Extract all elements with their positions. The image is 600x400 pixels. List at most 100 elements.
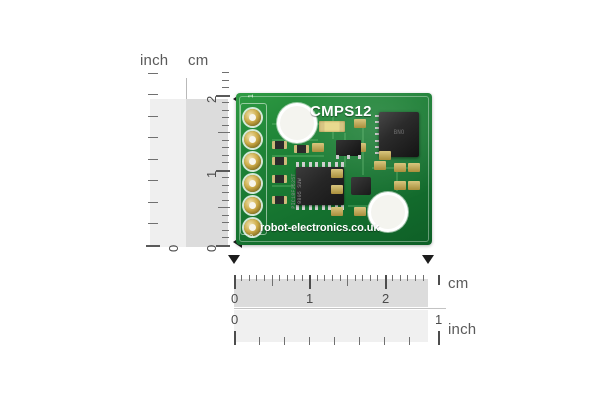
pcb-pad xyxy=(244,175,261,192)
vertical-cm-tick xyxy=(222,102,229,103)
pcb-small-ic xyxy=(351,177,371,195)
vertical-cm-tick xyxy=(222,147,229,148)
horizontal-inch-number: 1 xyxy=(435,312,443,327)
horizontal-inch-tick xyxy=(284,337,285,345)
horizontal-cm-tick xyxy=(355,275,356,281)
vertical-cm-tick xyxy=(222,125,229,126)
vertical-cm-tick xyxy=(218,207,230,208)
horizontal-inch-tick xyxy=(334,337,335,345)
pcb-capacitor xyxy=(394,163,406,172)
horizontal-cm-tick xyxy=(256,275,257,281)
vertical-ruler-header: inch cm xyxy=(140,52,236,74)
horizontal-ruler-inch-label: inch xyxy=(448,321,477,338)
horizontal-inch-tick xyxy=(384,337,385,345)
horizontal-cm-tick xyxy=(340,275,341,281)
horizontal-ruler: 0 1 2 0 1 cm inch xyxy=(226,255,526,350)
vertical-inch-tick xyxy=(148,137,158,138)
pcb-capacitor xyxy=(331,185,343,194)
triangle-down-icon xyxy=(228,255,240,264)
pcb-capacitor xyxy=(408,163,420,172)
pcb-vendor-url-label: robot-electronics.co.uk xyxy=(260,222,380,234)
pcb-led xyxy=(319,121,345,132)
horizontal-inch-tick xyxy=(309,337,310,345)
horizontal-cm-number: 0 xyxy=(231,291,239,306)
vertical-cm-tick xyxy=(222,87,229,88)
vertical-ruler-cm-band xyxy=(186,99,228,247)
horizontal-cm-tick xyxy=(309,275,311,289)
horizontal-cm-tick xyxy=(332,275,333,281)
horizontal-inch-tick xyxy=(359,337,360,345)
vertical-cm-number: 2 xyxy=(204,95,219,103)
pcb-pad-hole xyxy=(249,180,256,187)
pcb-capacitor xyxy=(354,119,366,128)
horizontal-cm-tick xyxy=(407,275,408,281)
cmps12-pcb-photo: BNO PIC18F2525T 9805 SUW C xyxy=(236,93,432,245)
pcb-pad xyxy=(244,197,261,214)
pcb-resistor xyxy=(272,175,287,183)
pcb-pad-hole xyxy=(249,136,256,143)
horizontal-inch-tick xyxy=(259,337,260,345)
pcb-capacitor xyxy=(394,181,406,190)
vertical-cm-tick xyxy=(222,185,229,186)
pcb-sensor-ic xyxy=(379,112,419,157)
horizontal-cm-tick xyxy=(392,275,393,281)
vertical-cm-number: 0 xyxy=(204,244,219,252)
horizontal-ruler-cm-label: cm xyxy=(448,275,469,292)
pcb-sensor-pins xyxy=(375,115,379,154)
horizontal-cm-tick xyxy=(377,275,378,281)
vertical-cm-tick xyxy=(222,230,229,231)
pcb-trace xyxy=(272,185,294,187)
pcb-trace xyxy=(372,167,410,169)
horizontal-cm-number: 2 xyxy=(382,291,390,306)
vertical-cm-tick xyxy=(216,170,230,172)
pcb-part-number-label: CMPS12 xyxy=(310,103,372,120)
vertical-inch-tick xyxy=(148,73,158,74)
horizontal-cm-tick xyxy=(400,275,401,281)
triangle-down-icon xyxy=(422,255,434,264)
horizontal-cm-tick xyxy=(347,275,348,286)
vertical-inch-tick xyxy=(148,202,158,203)
pcb-pad-hole xyxy=(249,114,256,121)
vertical-cm-tick xyxy=(222,192,229,193)
pcb-resistor xyxy=(272,196,287,204)
vertical-inch-tick xyxy=(146,245,160,247)
pcb-pin1-label: 1 xyxy=(248,94,255,98)
pcb-pad xyxy=(244,131,261,148)
pcb-trace xyxy=(396,163,398,191)
vertical-cm-tick xyxy=(222,177,229,178)
pcb-capacitor xyxy=(354,207,366,216)
pcb-trace xyxy=(272,155,324,157)
pcb-trace xyxy=(272,139,318,141)
vertical-ruler-inch-label: inch xyxy=(140,52,169,69)
horizontal-cm-tick xyxy=(415,275,416,281)
vertical-inch-tick xyxy=(148,159,158,160)
pcb-resistor xyxy=(294,145,309,153)
pcb-ic-pins-top xyxy=(296,162,344,167)
vertical-ruler-cm-label: cm xyxy=(188,52,209,69)
horizontal-cm-tick xyxy=(385,275,387,289)
horizontal-cm-tick xyxy=(287,275,288,281)
vertical-ruler: inch cm xyxy=(140,52,242,257)
vertical-inch-tick xyxy=(148,94,158,95)
horizontal-cm-tick xyxy=(317,275,318,281)
horizontal-cm-tick xyxy=(241,275,242,281)
horizontal-inch-number: 0 xyxy=(231,312,239,327)
pcb-pad-hole xyxy=(249,224,256,231)
vertical-inch-number: 0 xyxy=(166,244,181,252)
vertical-cm-tick xyxy=(222,222,229,223)
horizontal-cm-tick xyxy=(362,275,363,281)
pcb-pad xyxy=(244,109,261,126)
horizontal-cm-tick xyxy=(279,275,280,281)
horizontal-cm-tick xyxy=(302,275,303,281)
vertical-cm-tick xyxy=(222,237,229,238)
pcb-transistor-pins xyxy=(336,155,361,159)
vertical-cm-tick xyxy=(216,245,230,247)
horizontal-cm-number: 1 xyxy=(306,291,314,306)
horizontal-inch-tick xyxy=(234,331,236,345)
vertical-cm-tick xyxy=(222,200,229,201)
vertical-cm-tick xyxy=(222,117,229,118)
horizontal-cm-tick xyxy=(370,275,371,281)
vertical-cm-tick xyxy=(222,110,229,111)
vertical-cm-number: 1 xyxy=(204,170,219,178)
